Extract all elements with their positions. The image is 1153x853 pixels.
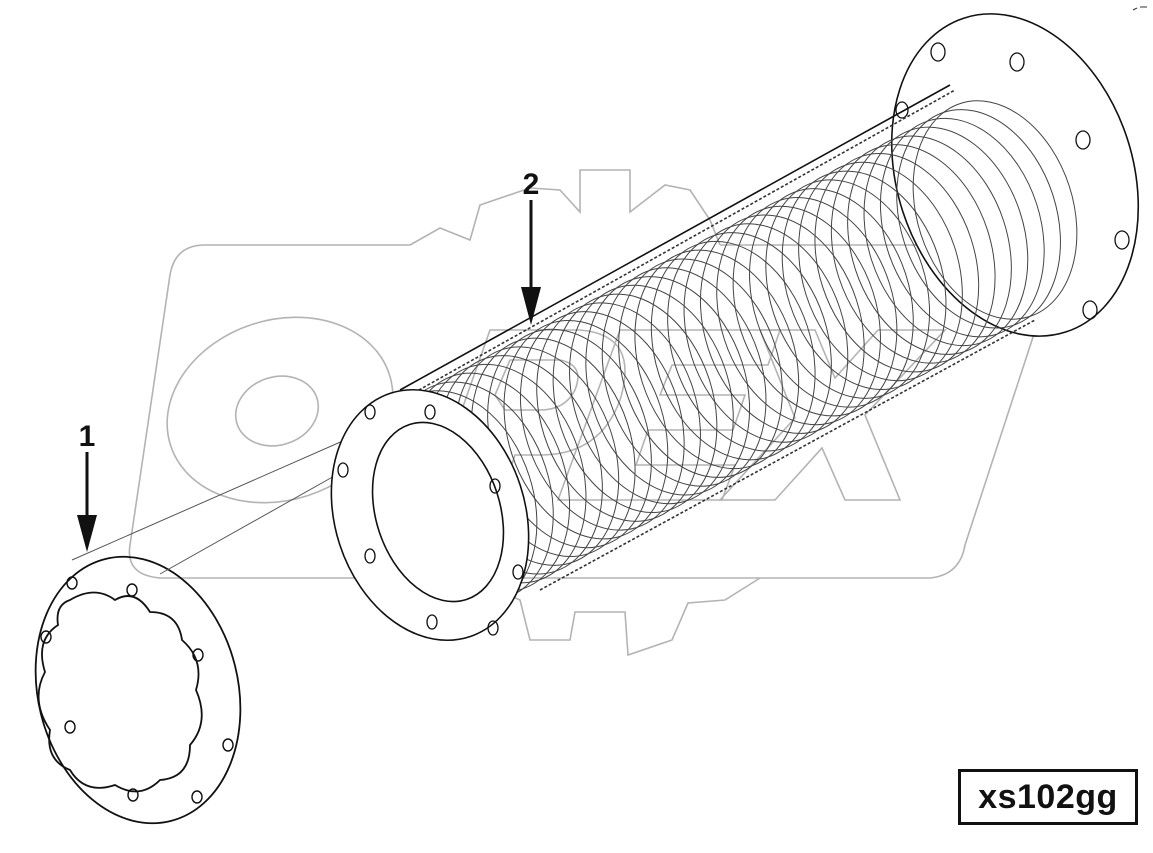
reference-code-box: xs102gg [958, 769, 1138, 825]
tube-ring [912, 100, 1078, 320]
reference-code-text: xs102gg [978, 777, 1118, 816]
callout-2-arrow-head [521, 287, 541, 325]
corrugated-tube-part [330, 13, 1140, 642]
corner-marks [1132, 6, 1147, 11]
callout-1: 1 [77, 420, 97, 552]
callout-2: 2 [521, 168, 541, 325]
alignment-lines [71, 439, 346, 575]
gasket-part [34, 555, 242, 825]
callout-1-arrow-head [77, 515, 97, 552]
callout-label-2: 2 [523, 168, 540, 201]
callout-label-1: 1 [79, 420, 96, 453]
